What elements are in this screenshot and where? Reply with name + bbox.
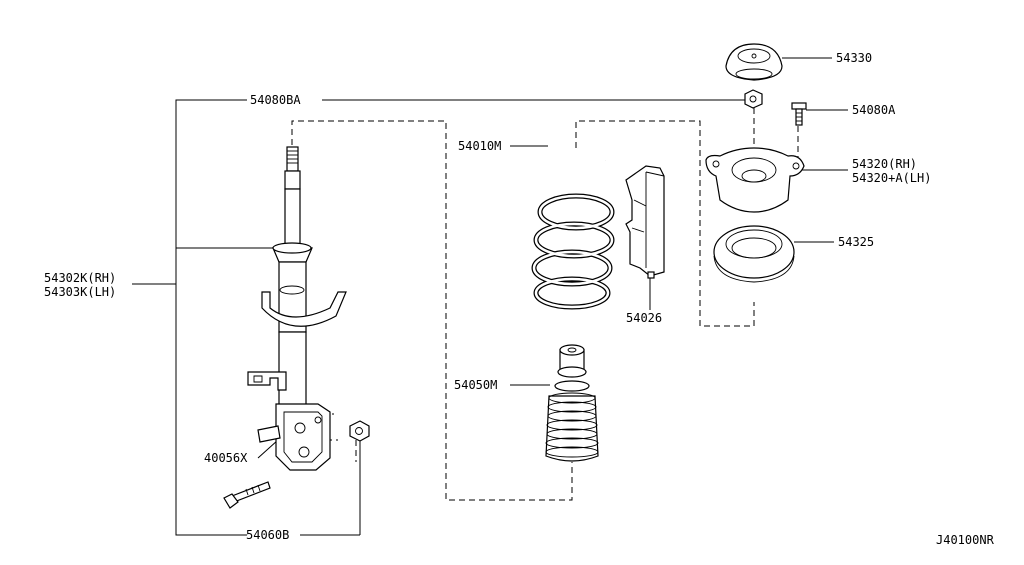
coil-spring: [531, 146, 615, 310]
nut-54080BA: [744, 89, 763, 109]
strut-assembly: [223, 146, 370, 509]
label-54302K: 54302K(RH): [44, 271, 116, 285]
label-54080BA: 54080BA: [250, 93, 301, 107]
diagram-id: J40100NR: [936, 533, 995, 547]
bolt-54080A: [791, 102, 807, 126]
label-40056X: 40056X: [204, 451, 248, 465]
insulator-54026: [625, 165, 665, 279]
bolt-40056X: [223, 481, 271, 509]
label-54320-rh: 54320(RH): [852, 157, 917, 171]
label-54010M: 54010M: [458, 139, 501, 153]
label-54050M: 54050M: [454, 378, 497, 392]
part-labels: 54080BA 54330 54080A 54010M 54320(RH) 54…: [44, 51, 995, 547]
cap-54330: [725, 43, 783, 81]
seat-54325: [713, 225, 795, 283]
bumper-54050M: [545, 344, 599, 462]
label-54060B: 54060B: [246, 528, 289, 542]
label-54026: 54026: [626, 311, 662, 325]
label-54080A: 54080A: [852, 103, 896, 117]
nut-54060B: [349, 420, 370, 442]
label-54303K: 54303K(LH): [44, 285, 116, 299]
mount-54320: [705, 147, 805, 213]
leader-lines: [132, 57, 848, 536]
label-54330: 54330: [836, 51, 872, 65]
label-54320-lh: 54320+A(LH): [852, 171, 931, 185]
label-54325: 54325: [838, 235, 874, 249]
